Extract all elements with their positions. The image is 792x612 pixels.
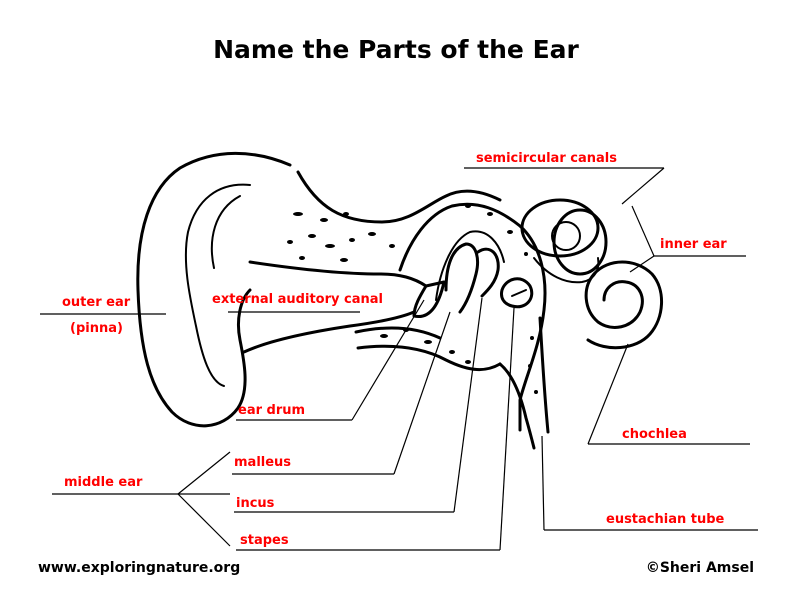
ear-drum-shape [412,280,446,318]
skin-line-top [296,170,502,224]
semicircular-canal-inner [551,221,581,251]
label-middle-ear: middle ear [64,475,143,490]
semicircular-canal-1 [520,198,600,258]
footer-website: www.exploringnature.org [38,560,240,576]
canal-upper-wall [248,260,428,288]
eustachian-tube-shape [498,362,536,450]
label-inner-ear: inner ear [660,237,727,252]
bone-inner-line [435,230,505,301]
pinna-helix [210,195,241,269]
pinna-outline [136,151,292,428]
middle-ear-bracket-top [177,451,231,495]
chochlea-leader [587,343,629,445]
ossicle-incus [476,247,500,298]
inner-ear-leader-up [631,205,655,257]
eustachian-tube-inner [538,316,550,434]
middle-ear-bracket-bottom [177,493,231,547]
label-external-auditory-canal: external auditory canal [212,292,383,307]
ear-illustration [136,151,664,450]
stapes-footplate [511,289,527,297]
footer-copyright: ©Sheri Amsel [646,560,754,576]
vestibule [533,257,600,284]
eustachian-tube-leader [541,435,545,531]
label-malleus: malleus [234,455,291,470]
incus-leader [453,297,483,513]
ossicle-stapes [500,277,534,309]
part-labels: semicircular canals inner ear outer ear … [62,151,727,548]
stapes-leader [499,307,515,551]
label-semicircular-canals: semicircular canals [476,151,617,166]
label-chochlea: chochlea [622,427,687,442]
cochlea-spiral [584,260,664,350]
label-eustachian-tube: eustachian tube [606,512,725,527]
ossicle-malleus [444,242,480,314]
label-stapes: stapes [240,533,289,548]
leader-lines [40,167,758,551]
semicircular-canals-leader [621,167,665,205]
label-incus: incus [236,496,275,511]
label-pinna: (pinna) [70,321,123,336]
canal-lower-wall [242,310,416,354]
lower-skull-line [356,344,502,371]
ear-drum-leader [351,299,425,421]
middle-ear-floor [354,326,442,340]
page-title: Name the Parts of the Ear [213,35,579,64]
label-ear-drum: ear drum [238,403,305,418]
temporal-bone [398,202,547,432]
label-outer-ear: outer ear [62,295,131,310]
inner-ear-leader-down [629,255,655,273]
bone-speckles [287,204,538,394]
malleus-leader [393,311,451,475]
pinna-inner-fold [184,183,251,387]
